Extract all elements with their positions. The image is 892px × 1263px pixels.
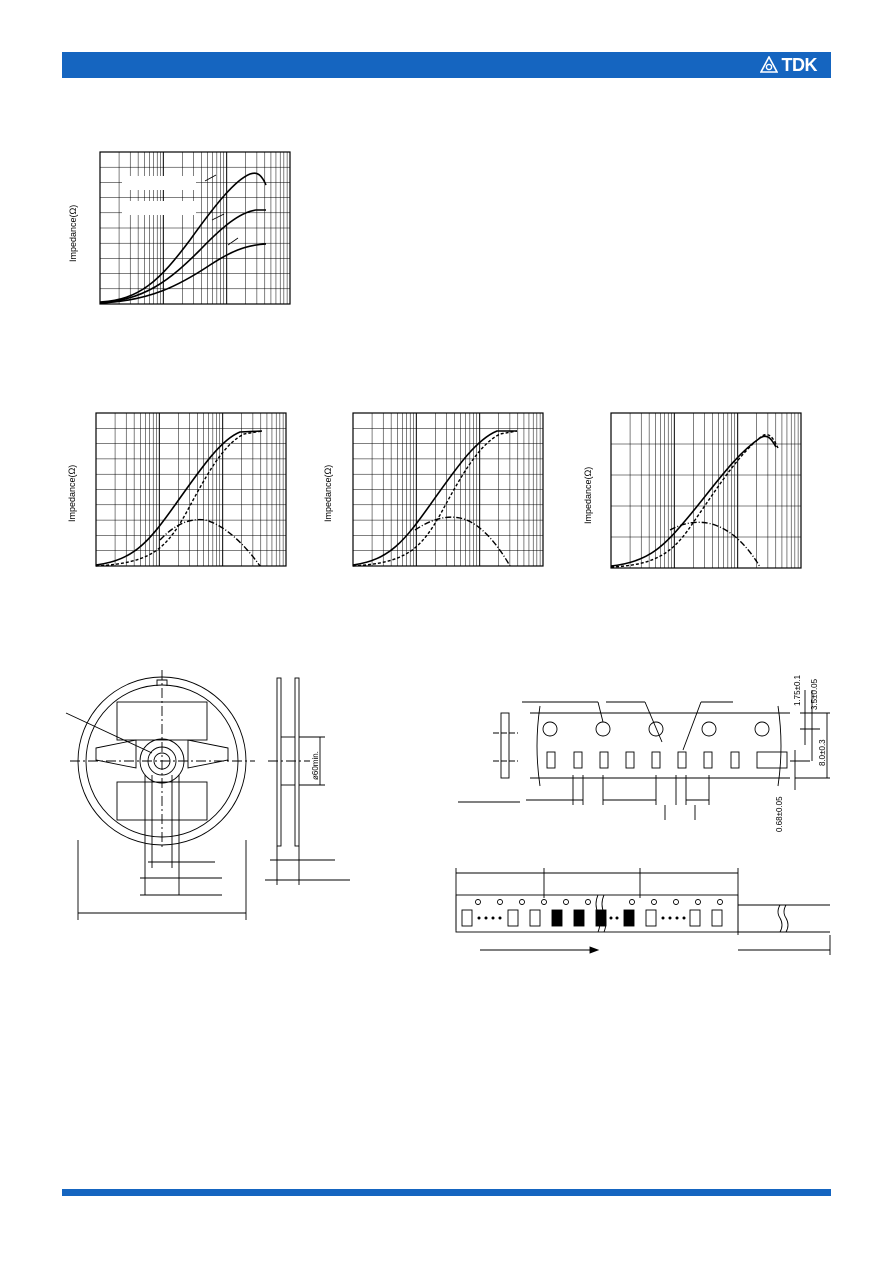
sprocket-hole xyxy=(585,899,591,905)
chart1-ylabel: Impedance(Ω) xyxy=(68,205,78,262)
reel-drawing xyxy=(65,670,255,920)
sprocket-hole xyxy=(717,899,723,905)
tape-dim-1: 1.75±0.1 xyxy=(793,674,802,706)
chart1-curve-b xyxy=(99,209,266,304)
reel-side-view xyxy=(265,677,350,885)
chart-legend-gap xyxy=(122,201,196,215)
sprocket-hole xyxy=(673,899,679,905)
tape-dim-3: 8.0±0.3 xyxy=(818,739,827,766)
sprocket-hole xyxy=(651,899,657,905)
logo-text: TDK xyxy=(781,55,818,75)
reel-hub-label: ø60min. xyxy=(311,751,320,780)
chart1-curve-a xyxy=(99,172,267,303)
chart1-curve-c xyxy=(99,243,267,304)
leader-tape-drawing xyxy=(455,868,831,955)
impedance-chart-3: Impedance(Ω) xyxy=(323,412,544,567)
header-bar: TDK xyxy=(62,52,831,78)
tape-dim-2: 3.5±0.05 xyxy=(810,678,819,710)
sprocket-hole xyxy=(695,899,701,905)
chart1-leader-2 xyxy=(211,213,225,221)
impedance-chart-1: Impedance(Ω) xyxy=(68,151,291,305)
sprocket-hole xyxy=(519,899,525,905)
sprocket-hole xyxy=(629,899,635,905)
sprocket-hole xyxy=(475,899,481,905)
footer-bar xyxy=(62,1189,831,1196)
sprocket-hole xyxy=(541,899,547,905)
chart1-leader-3 xyxy=(227,237,239,246)
chart1-leader-1 xyxy=(204,174,217,182)
sprocket-hole xyxy=(563,899,569,905)
chart4-ylabel: Impedance(Ω) xyxy=(583,467,593,524)
tdk-logo: TDK xyxy=(759,55,818,75)
carrier-tape-drawing xyxy=(458,690,830,820)
tape-dim-4: 0.68±0.05 xyxy=(775,796,784,832)
impedance-chart-4: Impedance(Ω) xyxy=(583,412,802,569)
sprocket-hole xyxy=(497,899,503,905)
chart2-ylabel: Impedance(Ω) xyxy=(67,465,77,522)
tdk-emblem-icon xyxy=(759,56,778,73)
chart3-ylabel: Impedance(Ω) xyxy=(323,465,333,522)
impedance-chart-2: Impedance(Ω) xyxy=(67,412,287,567)
chart-frame xyxy=(610,412,802,569)
chart-legend-gap xyxy=(122,176,196,190)
tape-dots xyxy=(477,916,686,920)
